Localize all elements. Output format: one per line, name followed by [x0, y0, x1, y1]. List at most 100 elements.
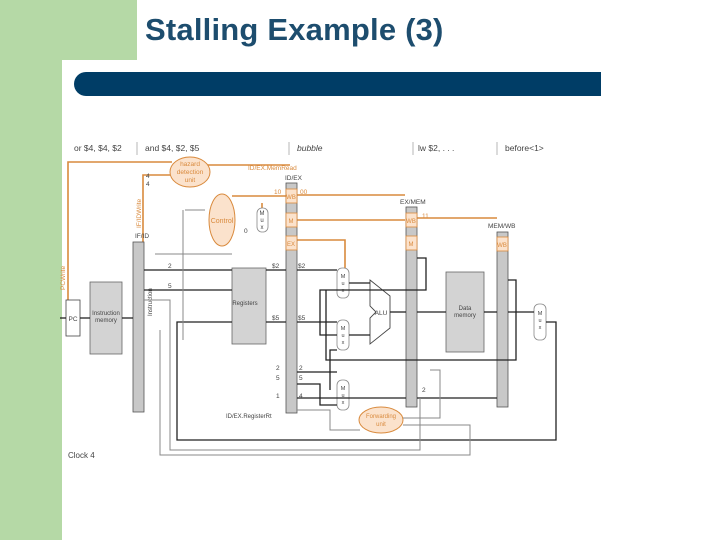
stage-label-or: or $4, $4, $2	[74, 143, 122, 153]
ex-mem-wb-field	[405, 212, 418, 228]
alu-unit	[369, 279, 391, 345]
id-ex-label: ID/EX	[285, 175, 303, 182]
id-ex-wb-text: WB	[286, 195, 296, 201]
memwb-forward	[325, 279, 517, 361]
id-ex-wb-field	[285, 188, 298, 204]
wb-mux-x: x	[539, 325, 542, 331]
s2-value-label: $2	[272, 263, 280, 270]
code-00: 00	[300, 189, 308, 196]
rt-mux	[336, 379, 350, 411]
forwarding-text-1: Forwarding	[366, 414, 396, 420]
instruction-memory-text-2: memory	[95, 318, 117, 324]
mem-wb-label: MEM/WB	[488, 223, 515, 230]
alu-mux-b-m: M	[341, 326, 346, 332]
grey-wire-5	[159, 330, 471, 456]
s5-value-label-2: $5	[298, 315, 306, 322]
id-ex-m-field	[285, 212, 298, 228]
alu-mux-b-u: u	[341, 333, 344, 339]
grey-wire-2	[144, 299, 421, 451]
register-file	[231, 267, 267, 345]
hazard-text-3: unit	[185, 177, 196, 184]
stage-label-bubble: bubble	[297, 143, 323, 153]
idex-memread-label: ID/EX.MemRead	[248, 165, 297, 172]
code-11: 11	[422, 213, 429, 220]
mem-wb-wb-field	[496, 236, 509, 252]
s2-value-label-2: $2	[298, 263, 306, 270]
stall-mux	[256, 207, 269, 233]
wb-feedback	[176, 321, 557, 441]
id-ex-ex-text: EX	[287, 242, 295, 248]
alu-mux-a-x: x	[342, 288, 345, 294]
exmem-forward	[319, 257, 427, 336]
instruction-memory-text-1: Instruction	[92, 311, 120, 317]
s5-value-label: $5	[272, 315, 280, 322]
stall-mux-u: u	[260, 218, 263, 224]
title-underline-bar	[74, 72, 601, 96]
stall-mux-m: M	[260, 211, 265, 217]
stage-label-before: before<1>	[505, 143, 544, 153]
id-ex-ex-field	[285, 235, 298, 251]
hazard-detection-unit	[169, 156, 211, 188]
idex-rt-5: 5	[276, 375, 280, 382]
ex-mem-register	[405, 206, 418, 408]
idex-registerrt-label: ID/EX.RegisterRt	[226, 414, 272, 420]
data-memory-text-1: Data	[459, 306, 472, 312]
ifid-rt-4: 4	[146, 181, 150, 188]
title-accent-box	[62, 0, 137, 60]
ex-ctrl-drop	[297, 239, 346, 270]
hazard-text-2: detection	[177, 169, 204, 176]
mem-wb-wb-text: WB	[497, 243, 507, 249]
clock-label: Clock 4	[68, 451, 95, 460]
fwd-a-ctrl	[329, 349, 337, 390]
rt-mux-m: M	[341, 386, 346, 392]
alu-label: ALU	[375, 310, 388, 317]
code-10: 10	[274, 189, 282, 196]
registers-label: Registers	[232, 301, 257, 307]
idex-out-4: 4	[299, 393, 303, 400]
slide-title: Stalling Example (3)	[145, 12, 444, 47]
instruction-memory	[89, 281, 123, 355]
rt-field-label: 5	[168, 283, 172, 290]
pcwrite-label: PCWrite	[60, 266, 67, 290]
idex-out-5: 5	[299, 375, 303, 382]
ex-mem-m-text: M	[409, 242, 414, 248]
data-memory	[445, 271, 485, 353]
idex-rd-1: 1	[276, 393, 280, 400]
pc-label: PC	[68, 316, 77, 323]
grey-wire-7	[403, 369, 441, 419]
if-id-label: IF/ID	[135, 233, 149, 240]
data-memory-text-2: memory	[454, 313, 476, 319]
id-ex-m-text: M	[289, 219, 294, 225]
ex-mem-wb-text: WB	[406, 219, 416, 225]
ifid-rs-4: 4	[146, 173, 150, 180]
forwarding-text-2: unit	[376, 422, 386, 428]
ifidwrite-label: IF/IDWrite	[136, 198, 143, 228]
wb-mux-m: M	[538, 311, 543, 317]
rt-mux-u: u	[341, 393, 344, 399]
control-label: Control	[211, 218, 234, 225]
stall-mux-x: x	[261, 225, 264, 231]
stall-zero: 0	[244, 228, 248, 235]
ex-mem-m-field	[405, 235, 418, 251]
wb-mux-u: u	[538, 318, 541, 324]
rt-mux-x: x	[342, 400, 345, 406]
sidebar-strip	[0, 0, 62, 540]
if-id-register	[132, 241, 145, 413]
grey-wire-6	[297, 409, 360, 431]
stage-label-and: and $4, $2, $5	[145, 143, 200, 153]
id-ex-register	[285, 182, 298, 414]
rt-to-mux	[297, 383, 337, 406]
alu-mux-b-x: x	[342, 340, 345, 346]
alu-mux-a-u: u	[341, 281, 344, 287]
idex-rs-2: 2	[276, 365, 280, 372]
exmem-rd-2: 2	[422, 387, 426, 394]
ex-mem-label: EX/MEM	[400, 199, 426, 206]
forwarding-unit	[358, 406, 404, 434]
ifidwrite-wire	[142, 174, 172, 243]
idex-out-2: 2	[299, 365, 303, 372]
stage-label-lw: lw $2, . . .	[418, 143, 454, 153]
hazard-text-1: hazard	[180, 161, 200, 168]
rs-field-label: 2	[168, 263, 172, 270]
